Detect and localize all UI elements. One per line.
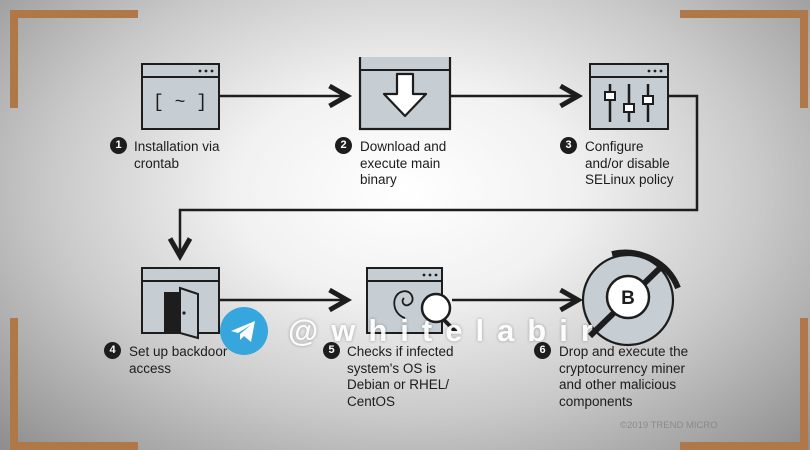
step-4-label: Set up backdoor access — [129, 344, 228, 376]
step-2-number: 2 — [335, 137, 352, 154]
backdoor-door-icon — [141, 267, 220, 340]
step-5-number: 5 — [323, 342, 340, 359]
step-4-number: 4 — [104, 342, 121, 359]
copyright-text: ©2019 TREND MICRO — [620, 420, 718, 431]
coin-letter: B — [621, 288, 635, 309]
download-icon — [358, 57, 452, 131]
frame-corner-bottom-right — [680, 318, 808, 450]
step-1-number: 1 — [110, 137, 127, 154]
step-2-label: Download and execute main binary — [360, 139, 447, 187]
terminal-window-icon: [ ~ ] — [141, 63, 220, 130]
step-5-label: Checks if infected system's OS is Debian… — [347, 344, 454, 409]
step-6-number: 6 — [534, 342, 551, 359]
frame-corner-bottom-left — [10, 318, 138, 450]
frame-corner-top-left — [10, 10, 138, 108]
step-6-label: Drop and execute the cryptocurrency mine… — [559, 344, 689, 409]
step-3-label: Configure and/or disable SELinux policy — [585, 139, 674, 187]
terminal-prompt-text: [ ~ ] — [153, 93, 207, 113]
step-1-label: Installation via crontab — [134, 139, 220, 171]
telegram-icon — [220, 307, 268, 355]
watermark-handle: @whitelabir — [288, 313, 606, 348]
settings-sliders-icon — [589, 63, 669, 130]
frame-corner-top-right — [680, 10, 808, 108]
os-check-magnifier-icon — [366, 267, 458, 334]
crypto-coin-pickaxe-icon: B — [581, 249, 681, 347]
step-3-number: 3 — [560, 137, 577, 154]
arrow-3-to-4 — [180, 94, 699, 256]
